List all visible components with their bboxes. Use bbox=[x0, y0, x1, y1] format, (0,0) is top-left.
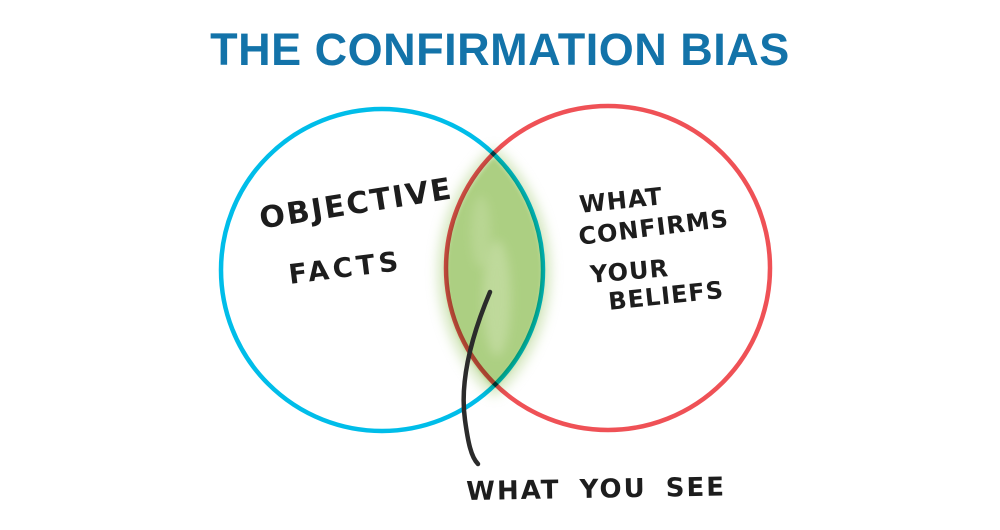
lens-highlight bbox=[471, 196, 491, 268]
intersection-callout-label: WHAT YOU SEE bbox=[466, 472, 727, 507]
lens-highlight bbox=[483, 240, 511, 356]
page-title: THE CONFIRMATION BIAS bbox=[210, 24, 790, 75]
left-circle bbox=[218, 106, 546, 434]
callout-arrow bbox=[461, 289, 493, 467]
right-circle bbox=[443, 103, 773, 433]
